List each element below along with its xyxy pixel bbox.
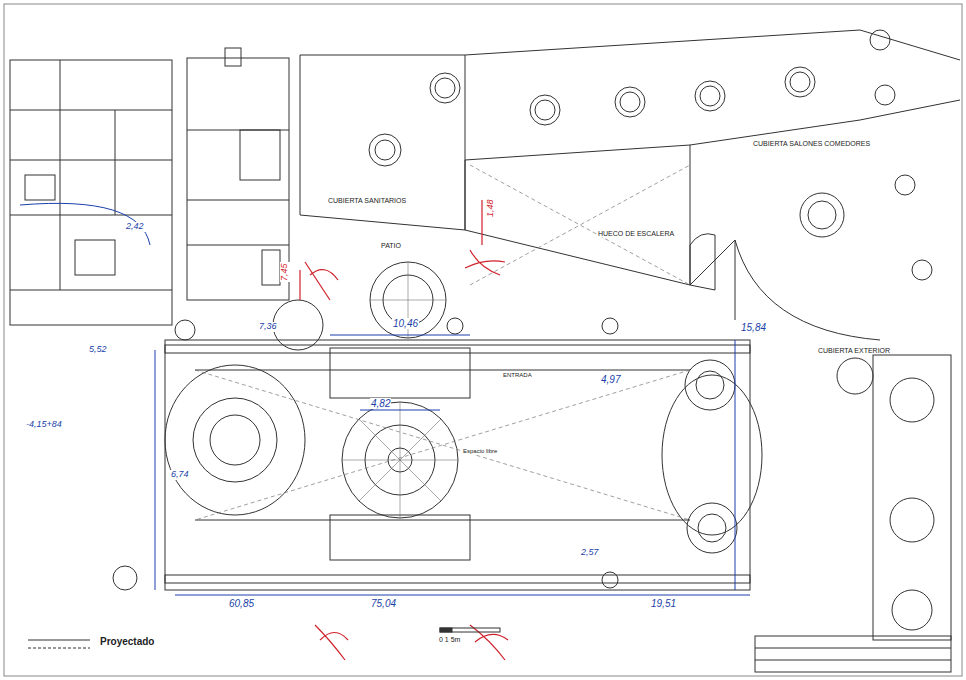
region-name: PATIO xyxy=(381,242,401,249)
region-label: CUBIERTA EXTERIOR xyxy=(815,345,893,356)
region-label: CUBIERTA SALONES COMEDORES xyxy=(750,138,873,149)
plan-note: Espacio libre xyxy=(462,448,498,455)
plan-note: ENTRADA xyxy=(502,372,533,379)
region-name: CUBIERTA EXTERIOR xyxy=(818,347,890,354)
dimension: 1,48 xyxy=(486,198,496,218)
legend-text: Proyectado xyxy=(100,636,154,647)
region-name: CUBIERTA SALONES COMEDORES xyxy=(753,140,870,147)
dimension: -4,15+84 xyxy=(25,420,63,430)
region-label: PATIO xyxy=(378,240,404,251)
dimension: 60,85 xyxy=(228,598,255,609)
dimension: 5,52 xyxy=(88,345,108,355)
dimension: 2,42 xyxy=(125,222,145,232)
legend-row: Proyectado xyxy=(100,636,154,647)
dimension: 4,97 xyxy=(600,374,621,385)
dimension: 10,46 xyxy=(392,318,419,329)
region-name: HUECO DE ESCALERA xyxy=(598,230,674,237)
region-label: CUBIERTA SANITARIOS xyxy=(325,195,409,206)
dimension: 2,57 xyxy=(580,548,600,558)
dimension: 19,51 xyxy=(650,598,677,609)
plan-note: 0 1 5m xyxy=(438,636,461,644)
region-label: HUECO DE ESCALERA xyxy=(595,228,677,239)
dimension: 6,74 xyxy=(170,470,190,480)
dimension: 75,04 xyxy=(370,598,397,609)
dimension: 15,84 xyxy=(740,322,767,333)
legend: Proyectado xyxy=(100,636,154,647)
region-name: CUBIERTA SANITARIOS xyxy=(328,197,406,204)
dimension: 4,82 xyxy=(370,398,391,409)
dimension: 7,36 xyxy=(258,322,278,332)
dimension: 7,45 xyxy=(280,262,290,282)
